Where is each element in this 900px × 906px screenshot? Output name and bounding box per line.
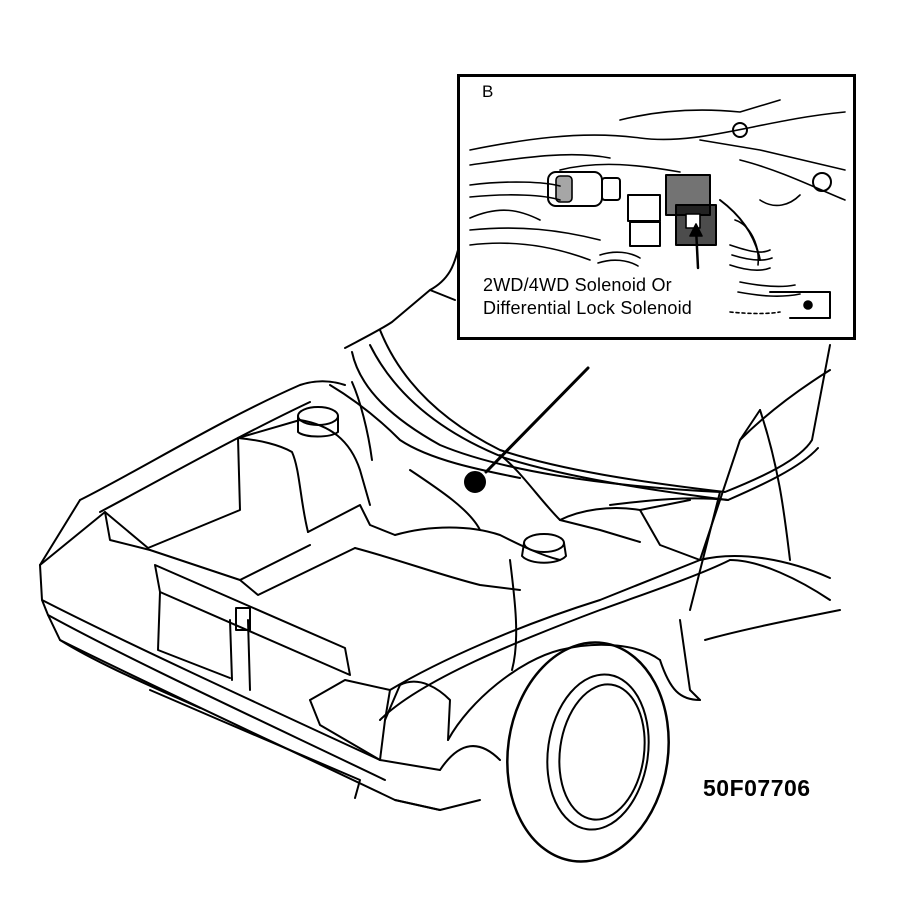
- figure-id: 50F07706: [703, 775, 811, 801]
- inset-detail-drawing: [469, 99, 846, 319]
- inset-frame: [457, 74, 856, 340]
- car-body: [39, 249, 841, 811]
- location-pointer: [464, 366, 590, 493]
- callout-label-line1: 2WD/4WD Solenoid Or: [483, 275, 672, 295]
- callout-label-line2: Differential Lock Solenoid: [483, 298, 692, 318]
- front-tire: [506, 641, 670, 863]
- inset-view-letter: B: [482, 82, 494, 101]
